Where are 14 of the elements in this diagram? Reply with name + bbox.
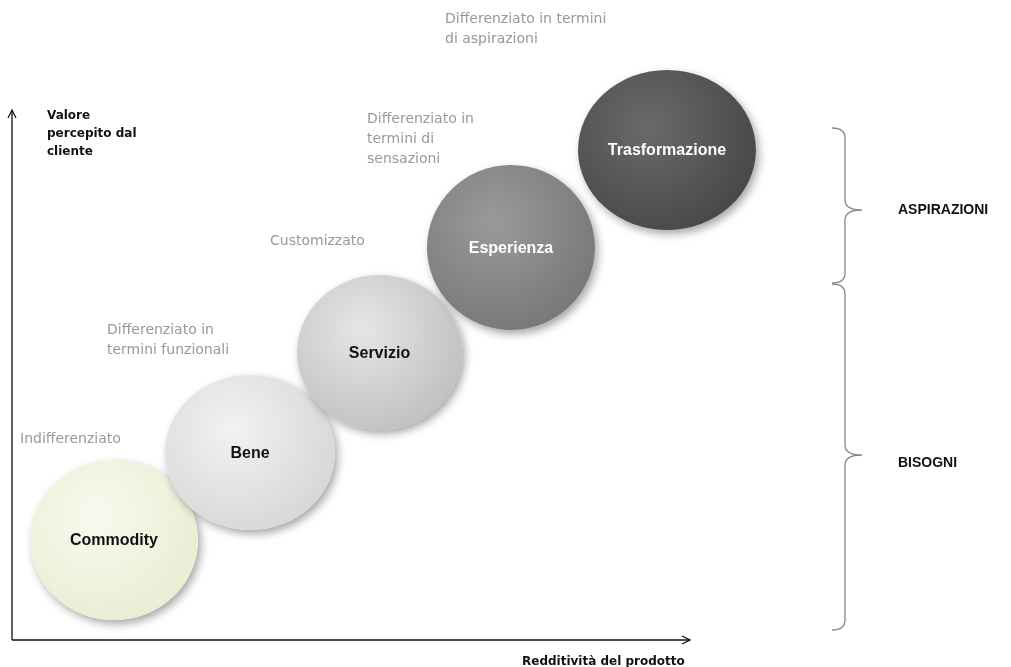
group-label: BISOGNI [898,454,959,470]
stage-name: Commodity [70,531,158,549]
stage-name: Servizio [348,343,411,362]
stage-caption: Customizzato [270,231,366,250]
stage-caption: Differenziato in termini funzionali [107,320,231,359]
axis-label: Redditività del prodotto [522,653,686,667]
stage-caption: Indifferenziato [20,429,122,448]
stage-caption: Differenziato in termini di sensazioni [367,109,475,168]
group-label: ASPIRAZIONI [898,201,990,217]
axis-label: Valore percepito dal cliente [47,107,137,160]
stage-name: Esperienza [468,238,554,257]
stage-name: Trasformazione [607,141,727,159]
stage-caption: Differenziato in termini di aspirazioni [445,9,608,48]
stage-name: Bene [230,443,270,462]
